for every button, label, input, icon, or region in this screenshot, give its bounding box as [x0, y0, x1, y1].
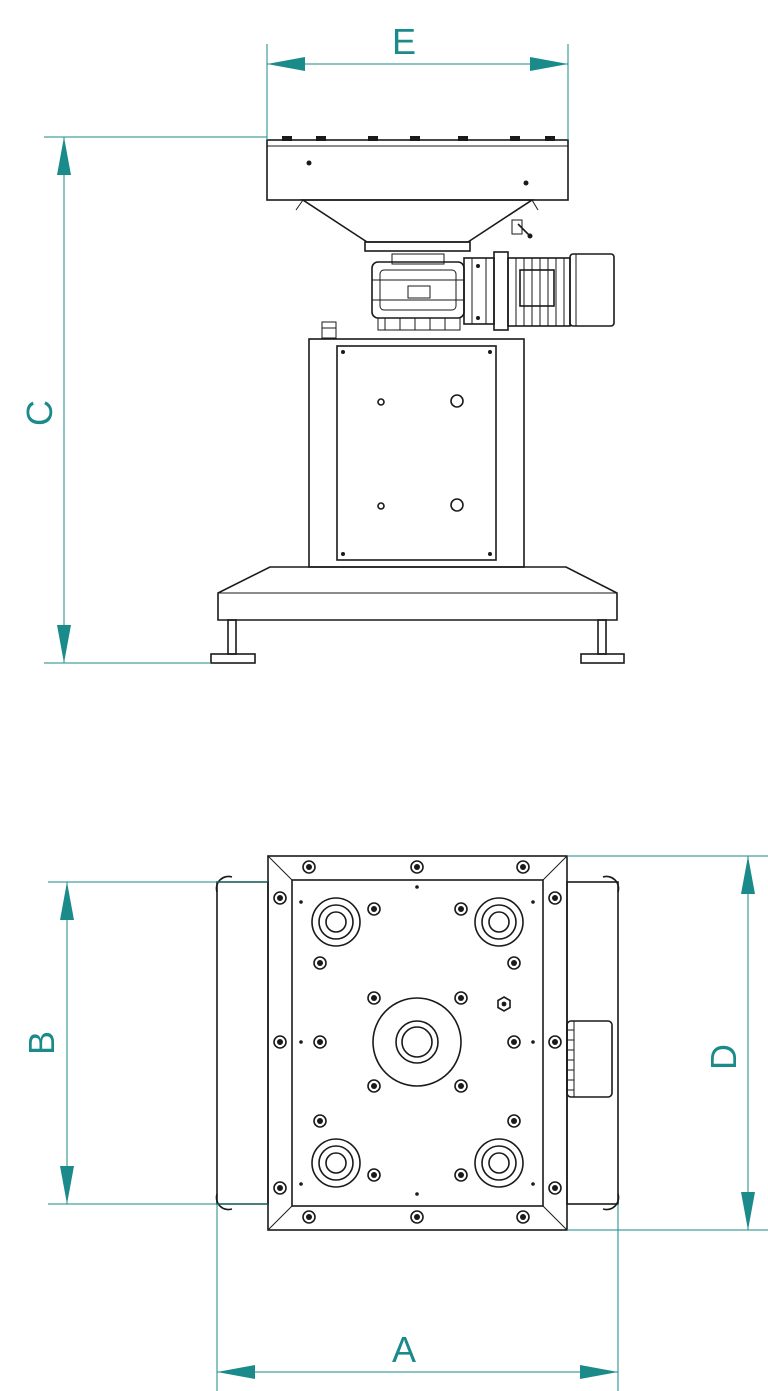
plan-frame-bolts [273, 860, 562, 1224]
plan-bosses [311, 897, 524, 1188]
dimension-b: B [21, 881, 268, 1205]
gearbox [371, 253, 465, 331]
dimension-label-c: C [19, 400, 60, 426]
hopper-taper [300, 199, 535, 243]
dimension-label-a: A [392, 1329, 416, 1370]
plan-inner-plate [291, 879, 544, 1207]
access-panel [336, 345, 497, 561]
plan-drive-housing [566, 1020, 613, 1098]
plan-hex-nut [497, 996, 511, 1012]
dimension-a: A [216, 1204, 619, 1391]
plan-inner-bolts [313, 902, 521, 1182]
plan-outer-frame [267, 855, 568, 1231]
dimension-e: E [266, 21, 569, 140]
plan-view [215, 855, 620, 1231]
plan-right-rail [566, 881, 619, 1205]
leveling-foot-left [210, 619, 256, 664]
leveling-foot-right [580, 619, 625, 664]
dimension-c: C [19, 136, 267, 664]
hopper-top-box [266, 139, 569, 201]
dimension-label-d: D [703, 1044, 744, 1070]
dimension-d: D [567, 855, 768, 1231]
cable-gland [321, 321, 337, 339]
motor-flange [463, 251, 509, 331]
plan-left-rail [216, 881, 269, 1205]
valve-handle [511, 219, 533, 239]
pedestal-column [308, 338, 525, 568]
plan-center-outlet [372, 997, 462, 1087]
electric-motor [507, 253, 615, 327]
dimension-label-e: E [392, 21, 416, 62]
front-elevation-view [210, 136, 625, 664]
dimension-label-b: B [21, 1031, 62, 1055]
hopper-top-bolts [282, 136, 555, 141]
